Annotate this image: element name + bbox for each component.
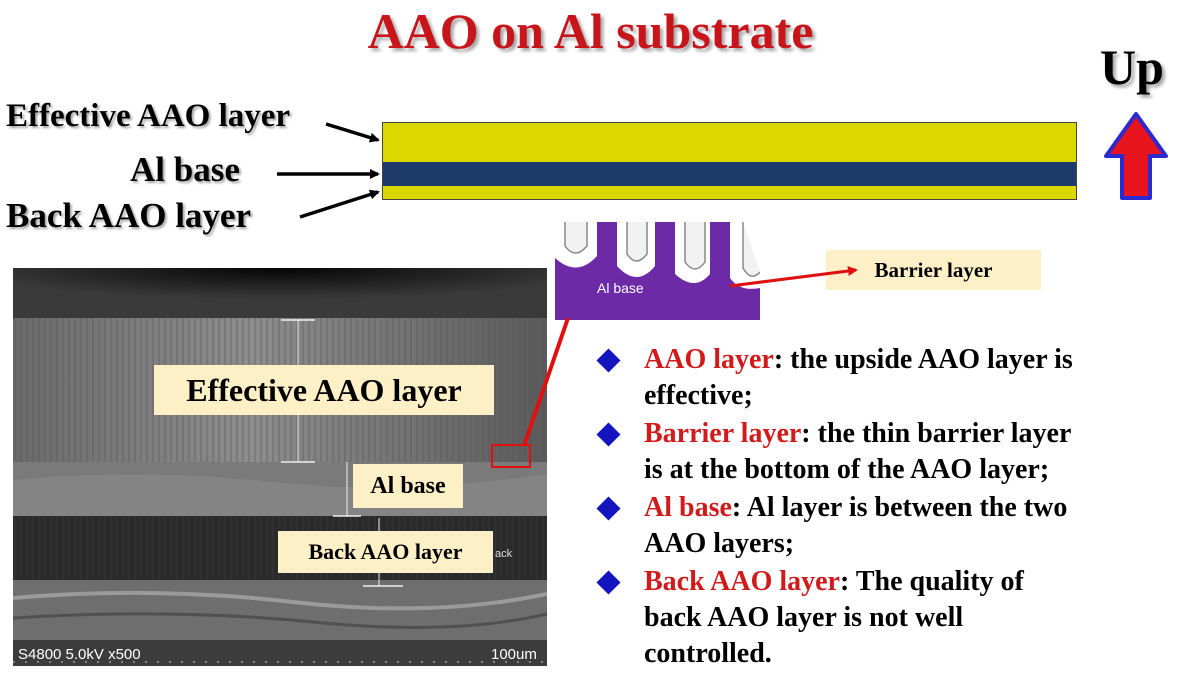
list-item: Barrier layer: the thin barrier layer is… <box>596 416 1168 488</box>
term-al-base: Al base <box>644 492 732 523</box>
pointer-effective-arrow <box>325 122 380 143</box>
diamond-bullet-icon <box>596 422 621 447</box>
term-barrier-layer: Barrier layer <box>644 418 802 449</box>
sem-tag-effective: Effective AAO layer <box>154 365 494 415</box>
diamond-bullet-icon <box>596 570 621 595</box>
barrier-inset: Al base <box>555 222 760 320</box>
list-item: Al base: Al layer is between the two AAO… <box>596 490 1168 562</box>
term-aao-layer: AAO layer <box>644 344 774 375</box>
sem-image: Effective AAO layer Al base Back AAO lay… <box>13 268 547 666</box>
term-back-aao-layer: Back AAO layer <box>644 566 840 597</box>
list-item: AAO layer: the upside AAO layer is effec… <box>596 342 1168 414</box>
label-back-aao: Back AAO layer <box>6 196 251 235</box>
label-al-base: Al base <box>130 150 240 189</box>
layer-stack <box>382 122 1077 200</box>
definition-list: AAO layer: the upside AAO layer is effec… <box>596 342 1168 674</box>
diamond-bullet-icon <box>596 348 621 373</box>
up-arrow-icon <box>1104 112 1168 200</box>
zoom-connector-line <box>522 317 570 447</box>
up-label: Up <box>1100 39 1164 95</box>
sem-scale-label: 100um <box>491 646 537 663</box>
sem-tag-al-base: Al base <box>353 464 463 508</box>
sem-scan-info: S4800 5.0kV x500 <box>18 646 141 663</box>
inset-al-base-label: Al base <box>597 280 644 296</box>
label-effective-aao: Effective AAO layer <box>6 98 291 134</box>
sem-tag-back-aao: Back AAO layer <box>278 531 493 573</box>
barrier-pointer-arrow <box>729 266 858 288</box>
sem-zoom-box <box>491 444 531 468</box>
list-item: Back AAO layer: The quality of back AAO … <box>596 564 1168 672</box>
barrier-layer-callout: Barrier layer <box>826 250 1041 290</box>
slide-title: AAO on Al substrate <box>367 3 814 59</box>
diamond-bullet-icon <box>596 496 621 521</box>
pointer-back-arrow <box>299 189 380 219</box>
al-base-band <box>383 162 1076 186</box>
sem-partial-label: ack <box>495 548 513 560</box>
